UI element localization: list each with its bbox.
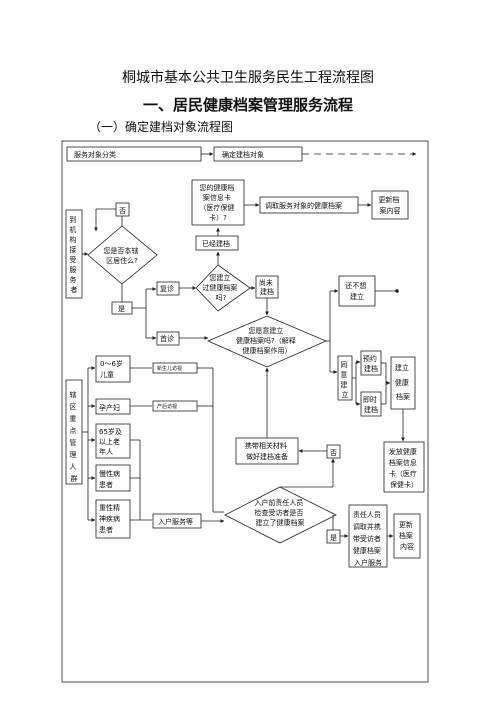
svg-text:已经建档: 已经建档	[202, 239, 230, 248]
home-question	[224, 486, 337, 544]
svg-text:更新 档案 内容: 更新 档案 内容	[399, 520, 415, 551]
has-record-box	[195, 235, 239, 251]
svg-text:您建立 过健康档案 吗?: 您建立 过健康档案 吗?	[202, 273, 239, 302]
carry-box	[235, 437, 299, 465]
subsection-title: （一）确定建档对象流程图	[89, 120, 234, 134]
revisit-box	[156, 281, 180, 296]
svg-text:入户前责任人员 检查受访者是否 建立了健康档: 入户前责任人员 检查受访者是否 建立了健康档案	[254, 498, 305, 527]
svg-text:还不想 建立: 还不想 建立	[345, 281, 368, 301]
yes-box-bottom	[326, 529, 341, 544]
svg-text:即时 建档: 即时 建档	[363, 395, 379, 414]
svg-text:孕产妇: 孕产妇	[99, 403, 120, 412]
svg-text:否: 否	[330, 449, 337, 457]
svg-text:首诊: 首诊	[160, 334, 174, 343]
determine-label: 确定建档对象	[222, 150, 264, 159]
svg-text:同 意 建 立: 同 意 建 立	[340, 361, 349, 399]
svg-text:携带相关材料 做好建档准备: 携带相关材料 做好建档准备	[245, 441, 289, 461]
mental-box	[95, 499, 131, 539]
chronic-box	[95, 464, 131, 492]
willing-question	[206, 315, 328, 368]
svg-text:否: 否	[119, 207, 126, 215]
svg-text:慢性病 患者: 慢性病 患者	[99, 469, 122, 489]
unwilling-box	[338, 275, 376, 307]
update-top-box	[371, 190, 409, 220]
svg-text:您愿意建立 健康档案吗?（解释 健康档案作用: 您愿意建立 健康档案吗?（解释 健康档案作用）	[236, 326, 298, 355]
svg-text:是: 是	[330, 534, 337, 542]
build-box	[390, 356, 416, 410]
svg-text:产后访视: 产后访视	[157, 403, 177, 410]
svg-text:新生儿访视: 新生儿访视	[157, 365, 182, 372]
svg-text:65岁及 以上老 年人: 65岁及 以上老 年人	[99, 427, 124, 456]
svg-text:是: 是	[118, 305, 125, 313]
svg-text:更新档 案内容: 更新档 案内容	[378, 195, 401, 215]
svg-text:尚未 建档: 尚未 建档	[259, 278, 275, 296]
page-title: 桐城市基本公共卫生服务民生工程流程图	[122, 70, 374, 86]
pregnant-box	[95, 398, 131, 415]
card-question-box	[191, 179, 245, 226]
svg-text:0～6岁 儿童: 0～6岁 儿童	[100, 359, 125, 379]
kid-box	[95, 355, 131, 383]
svg-text:发放健康 档案信息 卡（医疗 保健卡: 发放健康 档案信息 卡（医疗 保健卡）	[389, 447, 419, 489]
svg-text:调取服务对象的健康档案: 调取服务对象的健康档案	[265, 201, 342, 210]
svg-text:您的健康档 案信息卡 （医疗保健 卡: 您的健康档 案信息卡 （医疗保健 卡）?	[199, 183, 236, 222]
first-visit-box	[156, 331, 180, 346]
issue-card-box	[383, 441, 425, 493]
responsible-box	[348, 504, 388, 568]
section-title: 一、居民健康档案管理服务流程	[142, 96, 353, 114]
visit-side-label: 到 机 构 接 受 服 务 者	[69, 216, 78, 294]
svg-text:入户服务等: 入户服务等	[158, 517, 193, 526]
svg-text:重性精 神疾病 患者: 重性精 神疾病 患者	[99, 503, 122, 534]
built-question	[195, 264, 251, 312]
service-class-label: 服务对象分类	[74, 150, 116, 159]
elderly-box	[95, 423, 131, 459]
svg-text:复诊: 复诊	[160, 284, 174, 293]
svg-text:预约 建档: 预约 建档	[363, 354, 379, 373]
svg-text:您是否本辖 区居住么?: 您是否本辖 区居住么?	[103, 246, 140, 265]
no-box-top	[115, 202, 130, 217]
no-box-mid	[326, 444, 341, 459]
svg-text:责任人员 调取并携 带受访者 健康档: 责任人员 调取并携 带受访者 健康档案 入户服务	[353, 510, 383, 567]
update-bottom-box	[393, 513, 421, 559]
key-side-label: 辖 区 重 点 管 理 人 群	[69, 390, 78, 483]
svg-text:建立 健康 档案: 建立 健康 档案	[395, 363, 411, 401]
